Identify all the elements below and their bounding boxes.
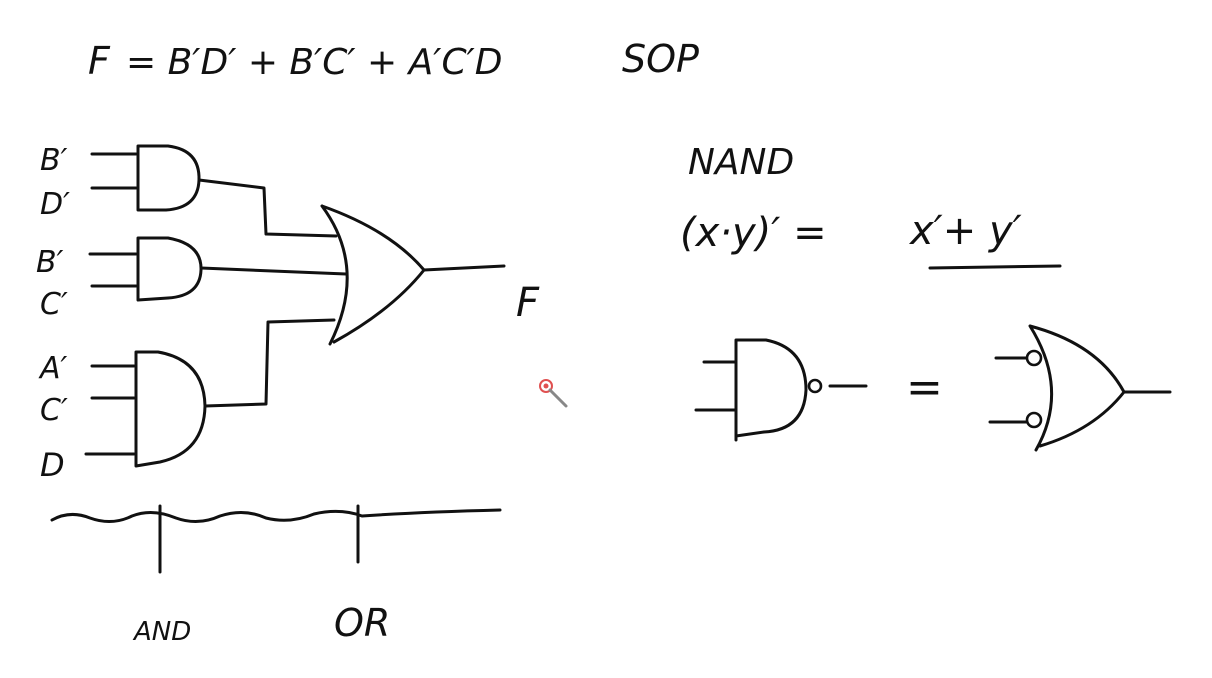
equation-form: SOP [622, 37, 699, 81]
input-label-g3-3: D [40, 446, 65, 484]
input-label-g2-1: B′ [36, 245, 64, 280]
nand-title: NAND [688, 142, 794, 183]
input-wires [84, 152, 138, 456]
nand-identity-rhs: x′+ y′ [908, 208, 1022, 254]
inverted-or-gate [988, 324, 1172, 452]
input-label-g1-1: B′ [40, 143, 68, 178]
output-label: F [516, 280, 540, 326]
level-label-and: AND [132, 617, 191, 647]
pen-cursor-icon [539, 379, 568, 408]
input-label-g2-2: C′ [40, 287, 68, 322]
nand-gate [694, 338, 868, 442]
gate-connection-wires [197, 178, 348, 408]
and-gate-1 [136, 144, 201, 212]
output-wire [422, 264, 506, 272]
input-label-g1-2: D′ [40, 187, 70, 222]
equation-rhs: = B′D′ + B′C′ + A′C′D [126, 42, 503, 83]
and-gate-3 [134, 350, 207, 468]
level-label-or: OR [334, 601, 390, 645]
equivalence-sign: = [906, 362, 943, 413]
identity-underline [928, 264, 1062, 270]
equation-lhs: F [88, 39, 111, 83]
and-gate-2 [136, 236, 203, 302]
input-label-g3-1: A′ [38, 351, 68, 386]
nand-identity-lhs: (x·y)′ = [680, 210, 827, 256]
input-label-g3-2: C′ [40, 393, 68, 428]
level-axis [50, 508, 502, 523]
